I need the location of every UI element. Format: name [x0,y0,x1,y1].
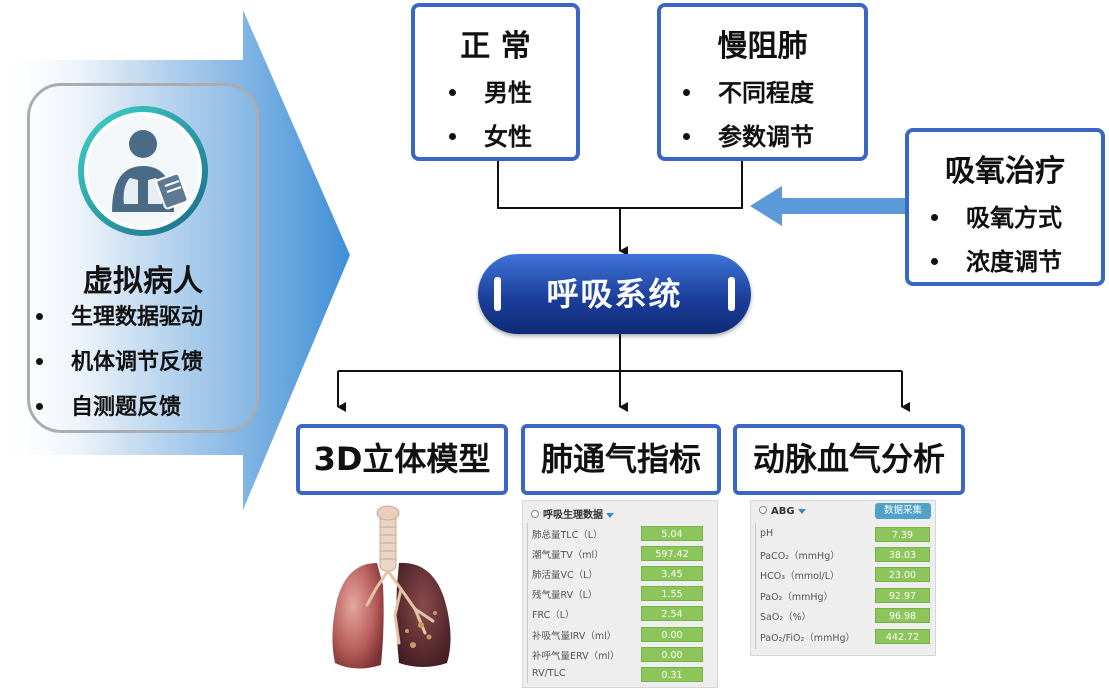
patient-title: 虚拟病人 [83,264,203,299]
oxygen-arrow-shaft [778,198,906,214]
radio-icon [531,510,539,518]
patient-feature-list: 生理数据驱动 机体调节反馈 自测题反馈 [36,300,203,435]
list-item: 男性 [449,71,576,115]
ventilation-box: 肺通气指标 [521,424,721,495]
table-row: FRC（L）2.54 [523,604,717,624]
respiratory-system-label: 呼吸系统 [546,275,683,313]
model-3d-box: 3D立体模型 [296,424,508,495]
table-row: PaCO₂（mmHg）38.03 [751,545,935,565]
pill-left-bar [494,277,501,311]
table-row: 肺总量TLC（L）5.04 [523,524,717,544]
lung-illustration [332,505,451,669]
panel-divider [527,523,528,683]
bullet-icon [449,132,456,140]
chevron-down-icon [797,508,806,514]
abg-panel-header[interactable]: ABG [759,506,806,517]
table-row: PaO₂/FiO₂（mmHg）442.72 [751,627,935,647]
bullet-icon [449,88,456,96]
big-arrow-shape [0,10,350,510]
table-row: 补吸气量IRV（ml）0.00 [523,625,717,645]
normal-box: 正 常 男性 女性 [411,3,580,161]
patient-feature: 生理数据驱动 [36,300,203,345]
resp-panel-header[interactable]: 呼吸生理数据 [531,506,614,521]
oxygen-box-title: 吸氧治疗 [945,154,1065,189]
bullet-icon [683,132,690,140]
copd-box-title: 慢阻肺 [717,29,808,64]
patient-lung-icon [78,106,208,236]
connector-top-bracket [497,161,743,209]
copd-box: 慢阻肺 不同程度 参数调节 [657,3,868,161]
table-row: HCO₃（mmol/L）23.00 [751,565,935,585]
table-row: PaO₂（mmHg）92.97 [751,586,935,606]
list-item: 女性 [449,115,576,159]
bullet-icon [36,357,43,365]
virtual-patient-card [27,83,259,433]
radio-icon [759,506,767,514]
bullet-icon [931,257,938,265]
table-row: 补呼气量ERV（ml）0.00 [523,645,717,665]
table-row: 潮气量TV（ml）597.42 [523,544,717,564]
list-item: 吸氧方式 [931,196,1101,240]
table-row: 肺活量VC（L）3.45 [523,564,717,584]
list-item: 不同程度 [683,71,864,115]
pill-right-bar [728,277,735,311]
respiratory-system-pill [478,254,751,334]
bullet-icon [36,312,43,320]
respiratory-data-panel: 呼吸生理数据 肺总量TLC（L）5.04 潮气量TV（ml）597.42 肺活量… [522,500,718,688]
bullet-icon [683,88,690,96]
data-collect-button[interactable]: 数据采集 [875,503,931,519]
chevron-down-icon [606,512,614,518]
table-row: SaO₂（%）96.98 [751,606,935,626]
oxygen-arrow-head [750,186,782,226]
oxygen-therapy-box: 吸氧治疗 吸氧方式 浓度调节 [905,128,1105,286]
bullet-icon [36,402,43,410]
bullet-icon [931,213,938,221]
table-row: 残气量RV（L）1.55 [523,584,717,604]
panel-divider [755,523,756,649]
normal-box-title: 正 常 [460,29,531,64]
list-item: 浓度调节 [931,240,1101,284]
list-item: 参数调节 [683,115,864,159]
patient-feature: 机体调节反馈 [36,345,203,390]
patient-feature: 自测题反馈 [36,390,203,435]
blood-gas-box: 动脉血气分析 [733,424,965,495]
